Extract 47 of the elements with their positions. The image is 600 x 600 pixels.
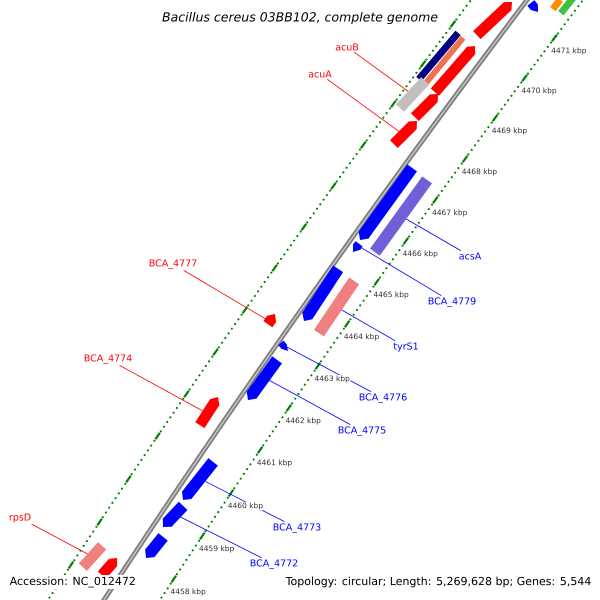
gene-feature xyxy=(410,94,438,122)
leader-line xyxy=(341,310,396,342)
genome-stats-label: Topology: circular; Length: 5,269,628 bp; Genes: 5,544 xyxy=(284,575,593,589)
gene-bar xyxy=(550,0,563,12)
gene-label: BCA_4775 xyxy=(338,426,386,436)
leader-line xyxy=(354,52,408,92)
gene-label: BCA_4773 xyxy=(274,523,320,533)
leader-line xyxy=(183,270,266,320)
accession-label: Accession: NC_012472 xyxy=(8,575,138,589)
leader-line xyxy=(180,516,262,558)
gene-feature xyxy=(358,164,417,240)
gene-label: BCA_4774 xyxy=(84,354,132,364)
leader-line xyxy=(284,346,372,392)
leader-line xyxy=(326,78,400,132)
leader-line xyxy=(269,380,351,426)
gene-bar xyxy=(396,77,430,112)
leader-line xyxy=(119,364,203,412)
gene-feature xyxy=(302,266,344,321)
gene-label: acsA xyxy=(459,252,482,260)
gene-label: acuA xyxy=(308,70,332,78)
gene-feature xyxy=(527,0,538,12)
gene-feature xyxy=(162,502,188,527)
gene-label: BCA_4779 xyxy=(428,297,476,307)
gene-feature xyxy=(473,2,512,40)
gene-feature xyxy=(145,533,168,558)
title: Bacillus cereus 03BB102, complete genome xyxy=(162,12,438,24)
leader-line xyxy=(406,218,462,252)
gene-label: rpsD xyxy=(10,514,31,522)
gene-feature xyxy=(263,314,276,328)
gene-bar xyxy=(78,542,106,571)
leader-line xyxy=(31,524,88,554)
leader-line xyxy=(361,248,442,296)
gene-label: BCA_4772 xyxy=(250,559,298,569)
gene-bar xyxy=(558,0,576,16)
gene-bar xyxy=(416,30,461,82)
gene-feature xyxy=(195,397,220,428)
gene-label: BCA_4777 xyxy=(150,259,196,269)
gene-feature xyxy=(390,121,417,148)
gene-feature xyxy=(278,340,288,351)
gene-label: BCA_4776 xyxy=(360,393,407,403)
gene-label: tyrS1 xyxy=(394,342,418,352)
gene-bar xyxy=(422,36,466,86)
gene-feature xyxy=(182,458,218,500)
gene-feature xyxy=(352,241,363,252)
gene-label: acuB xyxy=(336,43,358,51)
gene-feature xyxy=(430,46,476,96)
gene-feature xyxy=(246,356,282,400)
